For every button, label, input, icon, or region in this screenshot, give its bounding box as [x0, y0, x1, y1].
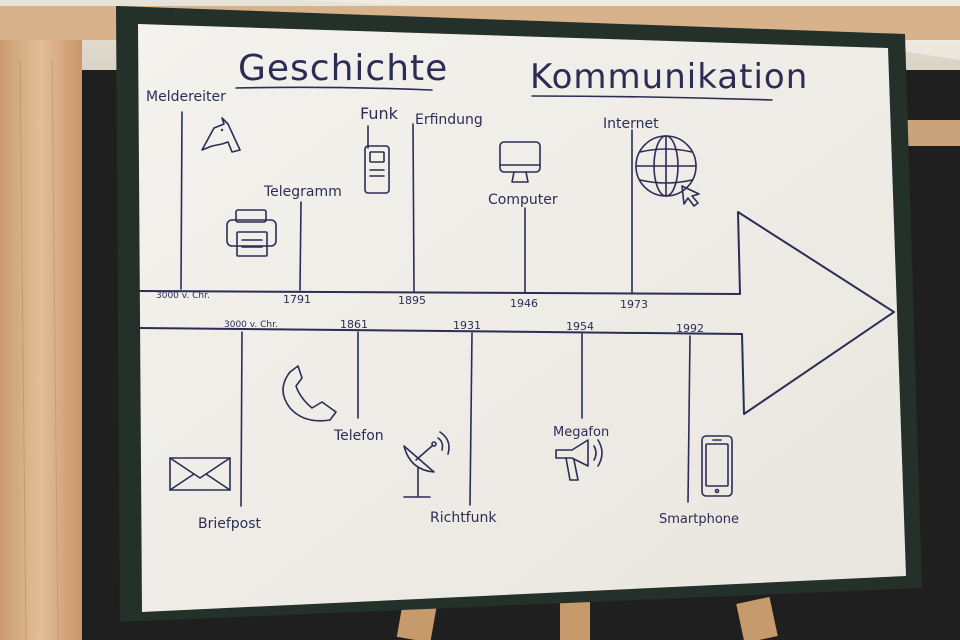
label-telefon: Telefon [333, 428, 384, 444]
wood-grain [51, 59, 59, 640]
satellite-dish-icon [403, 431, 450, 498]
tick-meldereiter [180, 111, 183, 290]
monitor-icon [499, 141, 541, 183]
envelope-icon [169, 457, 231, 491]
label-funk-erfindung: Erfindung [415, 112, 483, 128]
horse-icon [201, 117, 241, 153]
year-telefon: 1861 [340, 318, 368, 331]
label-briefpost: Briefpost [198, 516, 262, 532]
year-richtfunk: 1931 [453, 319, 481, 332]
title-underline-2 [531, 95, 773, 101]
year-funk: 1895 [398, 294, 426, 307]
year-megafon: 1954 [566, 320, 594, 333]
title-word-2: Kommunikation [530, 57, 808, 97]
label-smartphone: Smartphone [659, 512, 739, 527]
tick-briefpost [240, 331, 243, 507]
label-funk: Funk [360, 104, 399, 123]
globe-cursor-icon [635, 135, 700, 207]
wood-grain [19, 59, 27, 640]
poster-paper [138, 24, 906, 612]
label-megafon: Megafon [553, 425, 609, 440]
year-telegramm: 1791 [283, 293, 311, 306]
title-word-1: Geschichte [238, 48, 448, 89]
year-smartphone: 1992 [676, 322, 704, 335]
megaphone-icon [555, 439, 603, 481]
wooden-beam-right [900, 120, 960, 146]
year-internet: 1973 [620, 298, 648, 311]
label-meldereiter: Meldereiter [146, 89, 226, 105]
label-richtfunk: Richtfunk [430, 510, 497, 526]
tick-smartphone [687, 335, 691, 503]
year-meldereiter: 3000 v. Chr. [156, 291, 210, 301]
walkie-talkie-icon [364, 125, 390, 194]
tick-richtfunk [469, 332, 473, 506]
timeline-arrow [139, 211, 895, 415]
label-telegramm: Telegramm [263, 184, 342, 200]
easel-leg-mid [560, 600, 590, 640]
tick-telegramm [299, 201, 302, 291]
printer-icon [226, 209, 277, 257]
label-internet: Internet [603, 116, 659, 132]
phone-handset-icon [282, 365, 337, 422]
smartphone-icon [701, 435, 733, 497]
tick-funk [412, 123, 415, 292]
label-computer: Computer [488, 192, 558, 208]
wooden-post-left [0, 40, 82, 640]
year-computer: 1946 [510, 297, 538, 310]
year-briefpost: 3000 v. Chr. [224, 320, 278, 330]
easel-leg-right [736, 596, 778, 640]
title-underline-1 [235, 86, 433, 91]
